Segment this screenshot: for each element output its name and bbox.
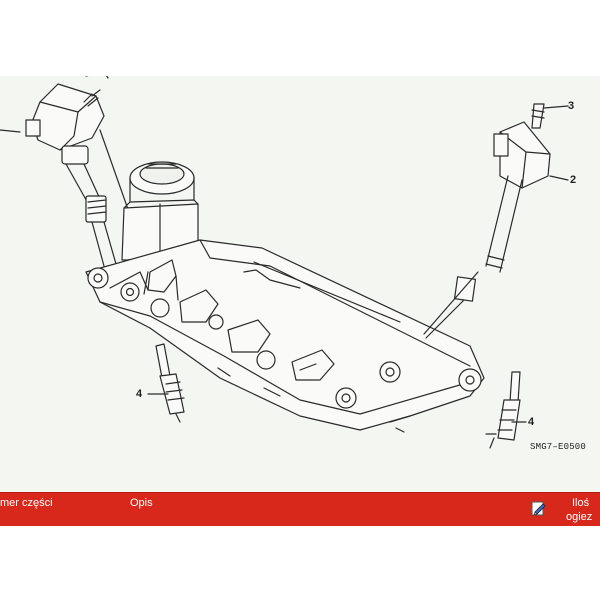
callout-4-left: 4 bbox=[136, 388, 143, 400]
column-header-description[interactable]: Opis bbox=[130, 497, 153, 509]
ignition-diagram-drawing bbox=[0, 76, 569, 449]
page-bottom bbox=[0, 526, 600, 600]
pencil-edit-icon[interactable] bbox=[531, 500, 547, 518]
ignition-coil-right bbox=[423, 103, 551, 339]
callout-3: 3 bbox=[568, 100, 575, 112]
column-header-part-number[interactable]: mer części bbox=[0, 497, 53, 509]
leader-callout-3 bbox=[543, 105, 569, 109]
spark-plug-right bbox=[485, 371, 521, 449]
valve-cover bbox=[85, 239, 485, 433]
column-header-quantity[interactable]: Iloś bbox=[572, 497, 590, 509]
diagram-reference-code: SMG7–E0500 bbox=[530, 442, 587, 452]
ignition-coil-left bbox=[0, 83, 149, 267]
leader-line-top bbox=[85, 76, 109, 79]
callout-2: 2 bbox=[570, 174, 577, 186]
parts-table-header: mer części Opis Iloś ogiez bbox=[0, 492, 600, 527]
callout-4-right: 4 bbox=[528, 416, 535, 428]
leader-right-coil bbox=[423, 271, 479, 335]
parts-diagram: 3 2 4 4 bbox=[0, 76, 600, 492]
column-header-quantity-sub: ogiez bbox=[566, 511, 593, 523]
leader-callout-2 bbox=[549, 175, 569, 181]
spark-plug-left bbox=[155, 343, 185, 423]
